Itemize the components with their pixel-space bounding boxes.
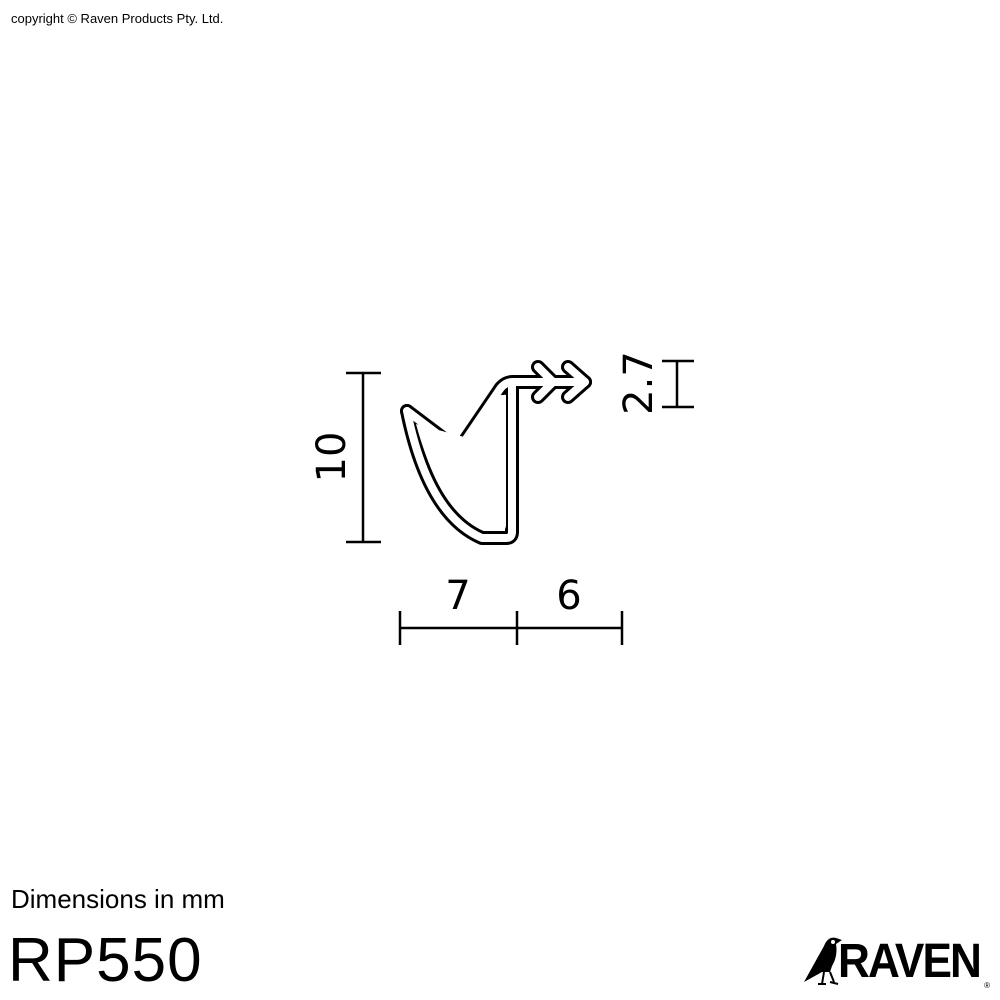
barb-height-dimension — [662, 359, 694, 409]
raven-logo: RAVEN ® — [802, 930, 994, 990]
copyright-text: copyright © Raven Products Pty. Ltd. — [11, 11, 224, 26]
width-right-label: 6 — [556, 573, 581, 619]
height-dimension — [346, 371, 381, 544]
width-dimension — [398, 611, 624, 645]
raven-bird-icon — [804, 937, 842, 985]
product-code: RP550 — [8, 926, 203, 995]
height-label: 10 — [309, 432, 355, 483]
brand-name: RAVEN — [838, 935, 982, 988]
barb-height-label: 2.7 — [616, 351, 662, 415]
registered-mark: ® — [984, 981, 990, 990]
seal-profile — [400, 360, 592, 545]
units-note: Dimensions in mm — [11, 884, 225, 914]
width-left-label: 7 — [445, 573, 470, 619]
